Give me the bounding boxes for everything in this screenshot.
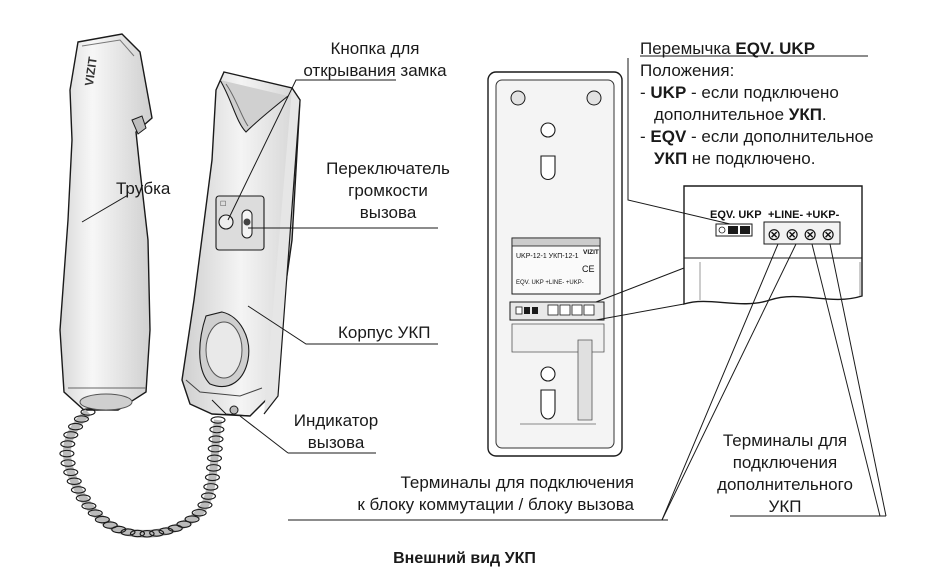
cord-coil — [139, 530, 155, 538]
cord-coil — [81, 502, 97, 510]
label-volume-switch: Переключатель громкости вызова — [318, 158, 458, 224]
cord-coil — [176, 520, 192, 529]
cord-coil — [129, 529, 146, 538]
label-extra-terminals-line1: Терминалы для — [722, 431, 848, 450]
svg-text:CE: CE — [582, 264, 595, 274]
zoom-jumper-label: EQV. UKP — [710, 209, 762, 221]
cord-coil — [60, 440, 76, 448]
cord-coil — [206, 464, 222, 472]
label-extra-terminals-line4: УКП — [768, 497, 802, 516]
label-extra-terminals-line2: подключения — [732, 453, 838, 472]
jumper-eqv-text: - если дополнительное — [686, 127, 874, 146]
leader-lines — [81, 55, 887, 521]
cord-coil — [66, 477, 82, 486]
jumper-eqv-dash: - — [640, 127, 651, 146]
cord-coil — [200, 492, 217, 500]
cord-coil — [63, 431, 79, 439]
jumper-positions-heading: Положения: — [640, 61, 735, 80]
label-indicator: Индикатор вызова — [286, 410, 386, 454]
cord-coil — [68, 422, 84, 431]
back-label-brand: VIZIT — [583, 249, 599, 256]
label-main-terminals: Терминалы для подключения к блоку коммут… — [354, 472, 634, 516]
jumper-ukp-dash: - — [640, 83, 651, 102]
label-indicator-line1: Индикатор — [293, 411, 379, 430]
cord-coil — [80, 408, 96, 416]
call-indicator-led — [229, 405, 239, 415]
jumper-ukp-key: UKP — [650, 83, 687, 102]
cord-coil — [70, 486, 86, 494]
intercom-body-drawing: ☐ — [181, 71, 301, 417]
jumper-ukp-text2-end: . — [821, 105, 827, 124]
cord-coil — [209, 425, 225, 434]
handset-brand: VIZIT — [82, 55, 100, 87]
screw-terminals: ⊗ ⊗ ⊗ ⊗ — [767, 225, 835, 245]
cord-coil — [63, 468, 79, 477]
cord-coil — [120, 528, 136, 536]
cord-coil — [60, 459, 76, 467]
zoom-ukp-label: +UKP- — [806, 209, 840, 221]
cord-coil — [102, 521, 118, 529]
label-lock-button-line2: открывания замка — [303, 61, 447, 80]
jumper-eqv-text2: не подключено. — [687, 149, 816, 168]
jumper-ukp-text: - если подключено — [686, 83, 839, 102]
cord-coil — [184, 515, 200, 523]
cord-coil — [94, 515, 110, 524]
cord-coil — [204, 473, 220, 482]
cord-coil — [87, 509, 103, 517]
jumper-eqv-key: EQV — [650, 127, 687, 146]
label-main-terminals-line1: Терминалы для подключения — [400, 473, 634, 492]
screw-ukp-plus: ⊗ — [803, 225, 817, 245]
screw-ukp-minus: ⊗ — [821, 225, 835, 245]
lock-button-shape — [218, 214, 234, 230]
label-lock-button: Кнопка для открывания замка — [290, 38, 460, 82]
jumper-title-prefix: Перемычка — [640, 39, 731, 58]
label-extra-terminals: Терминалы для подключения дополнительног… — [700, 430, 870, 518]
cord-coil — [191, 508, 207, 517]
cord-coil — [197, 501, 213, 509]
volume-switch-knob — [243, 218, 251, 226]
cord-coil — [59, 449, 75, 458]
label-lock-button-line1: Кнопка для — [330, 39, 420, 58]
label-indicator-line2: вызова — [307, 433, 365, 452]
screw-line-minus: ⊗ — [785, 225, 799, 245]
back-label-model: UKP-12-1 УКП-12-1 — [516, 253, 579, 260]
jumper-description: Перемычка EQV. UKP Положения: - UKP - ес… — [640, 38, 874, 170]
label-volume-switch-line2: громкости — [348, 181, 428, 200]
screw-line-plus: ⊗ — [767, 225, 781, 245]
cord-coil — [206, 454, 223, 463]
label-volume-switch-line1: Переключатель — [326, 159, 450, 178]
label-main-terminals-line2: к блоку коммутации / блоку вызова — [357, 495, 634, 514]
terminal-zoom-drawing: EQV. UKP +LINE- +UKP- ⊗ ⊗ ⊗ ⊗ — [595, 185, 863, 321]
label-volume-switch-line3: вызова — [359, 203, 417, 222]
cord-coils — [59, 408, 226, 538]
label-handset: Трубка — [116, 179, 171, 198]
label-extra-terminals-line3: дополнительного — [717, 475, 853, 494]
figure-caption: Внешний вид УКП — [393, 550, 536, 567]
jumper-ukp-text2: дополнительное — [654, 105, 789, 124]
svg-text:☐: ☐ — [220, 200, 226, 208]
cord-coil — [149, 529, 165, 537]
cord-coil — [210, 416, 226, 424]
zoom-line-label: +LINE- — [768, 209, 803, 221]
jumper-title-name: EQV. UKP — [735, 39, 816, 58]
cord-coil — [75, 494, 91, 502]
cord-coil — [208, 435, 224, 443]
handset-drawing: VIZIT — [59, 33, 153, 411]
cord-coil — [167, 524, 183, 533]
back-view-drawing: UKP-12-1 УКП-12-1 VIZIT EQV. UKP +LINE- … — [487, 71, 623, 457]
jumper-eqv-text2-bold: УКП — [654, 149, 688, 168]
jumper-ukp-text2-bold: УКП — [788, 105, 822, 124]
cord-coil — [203, 483, 219, 491]
label-body: Корпус УКП — [338, 323, 431, 342]
cord-coil — [73, 415, 89, 423]
cord-coil — [207, 444, 223, 453]
back-label-terminals: EQV. UKP +LINE- +UKP- — [516, 280, 584, 286]
